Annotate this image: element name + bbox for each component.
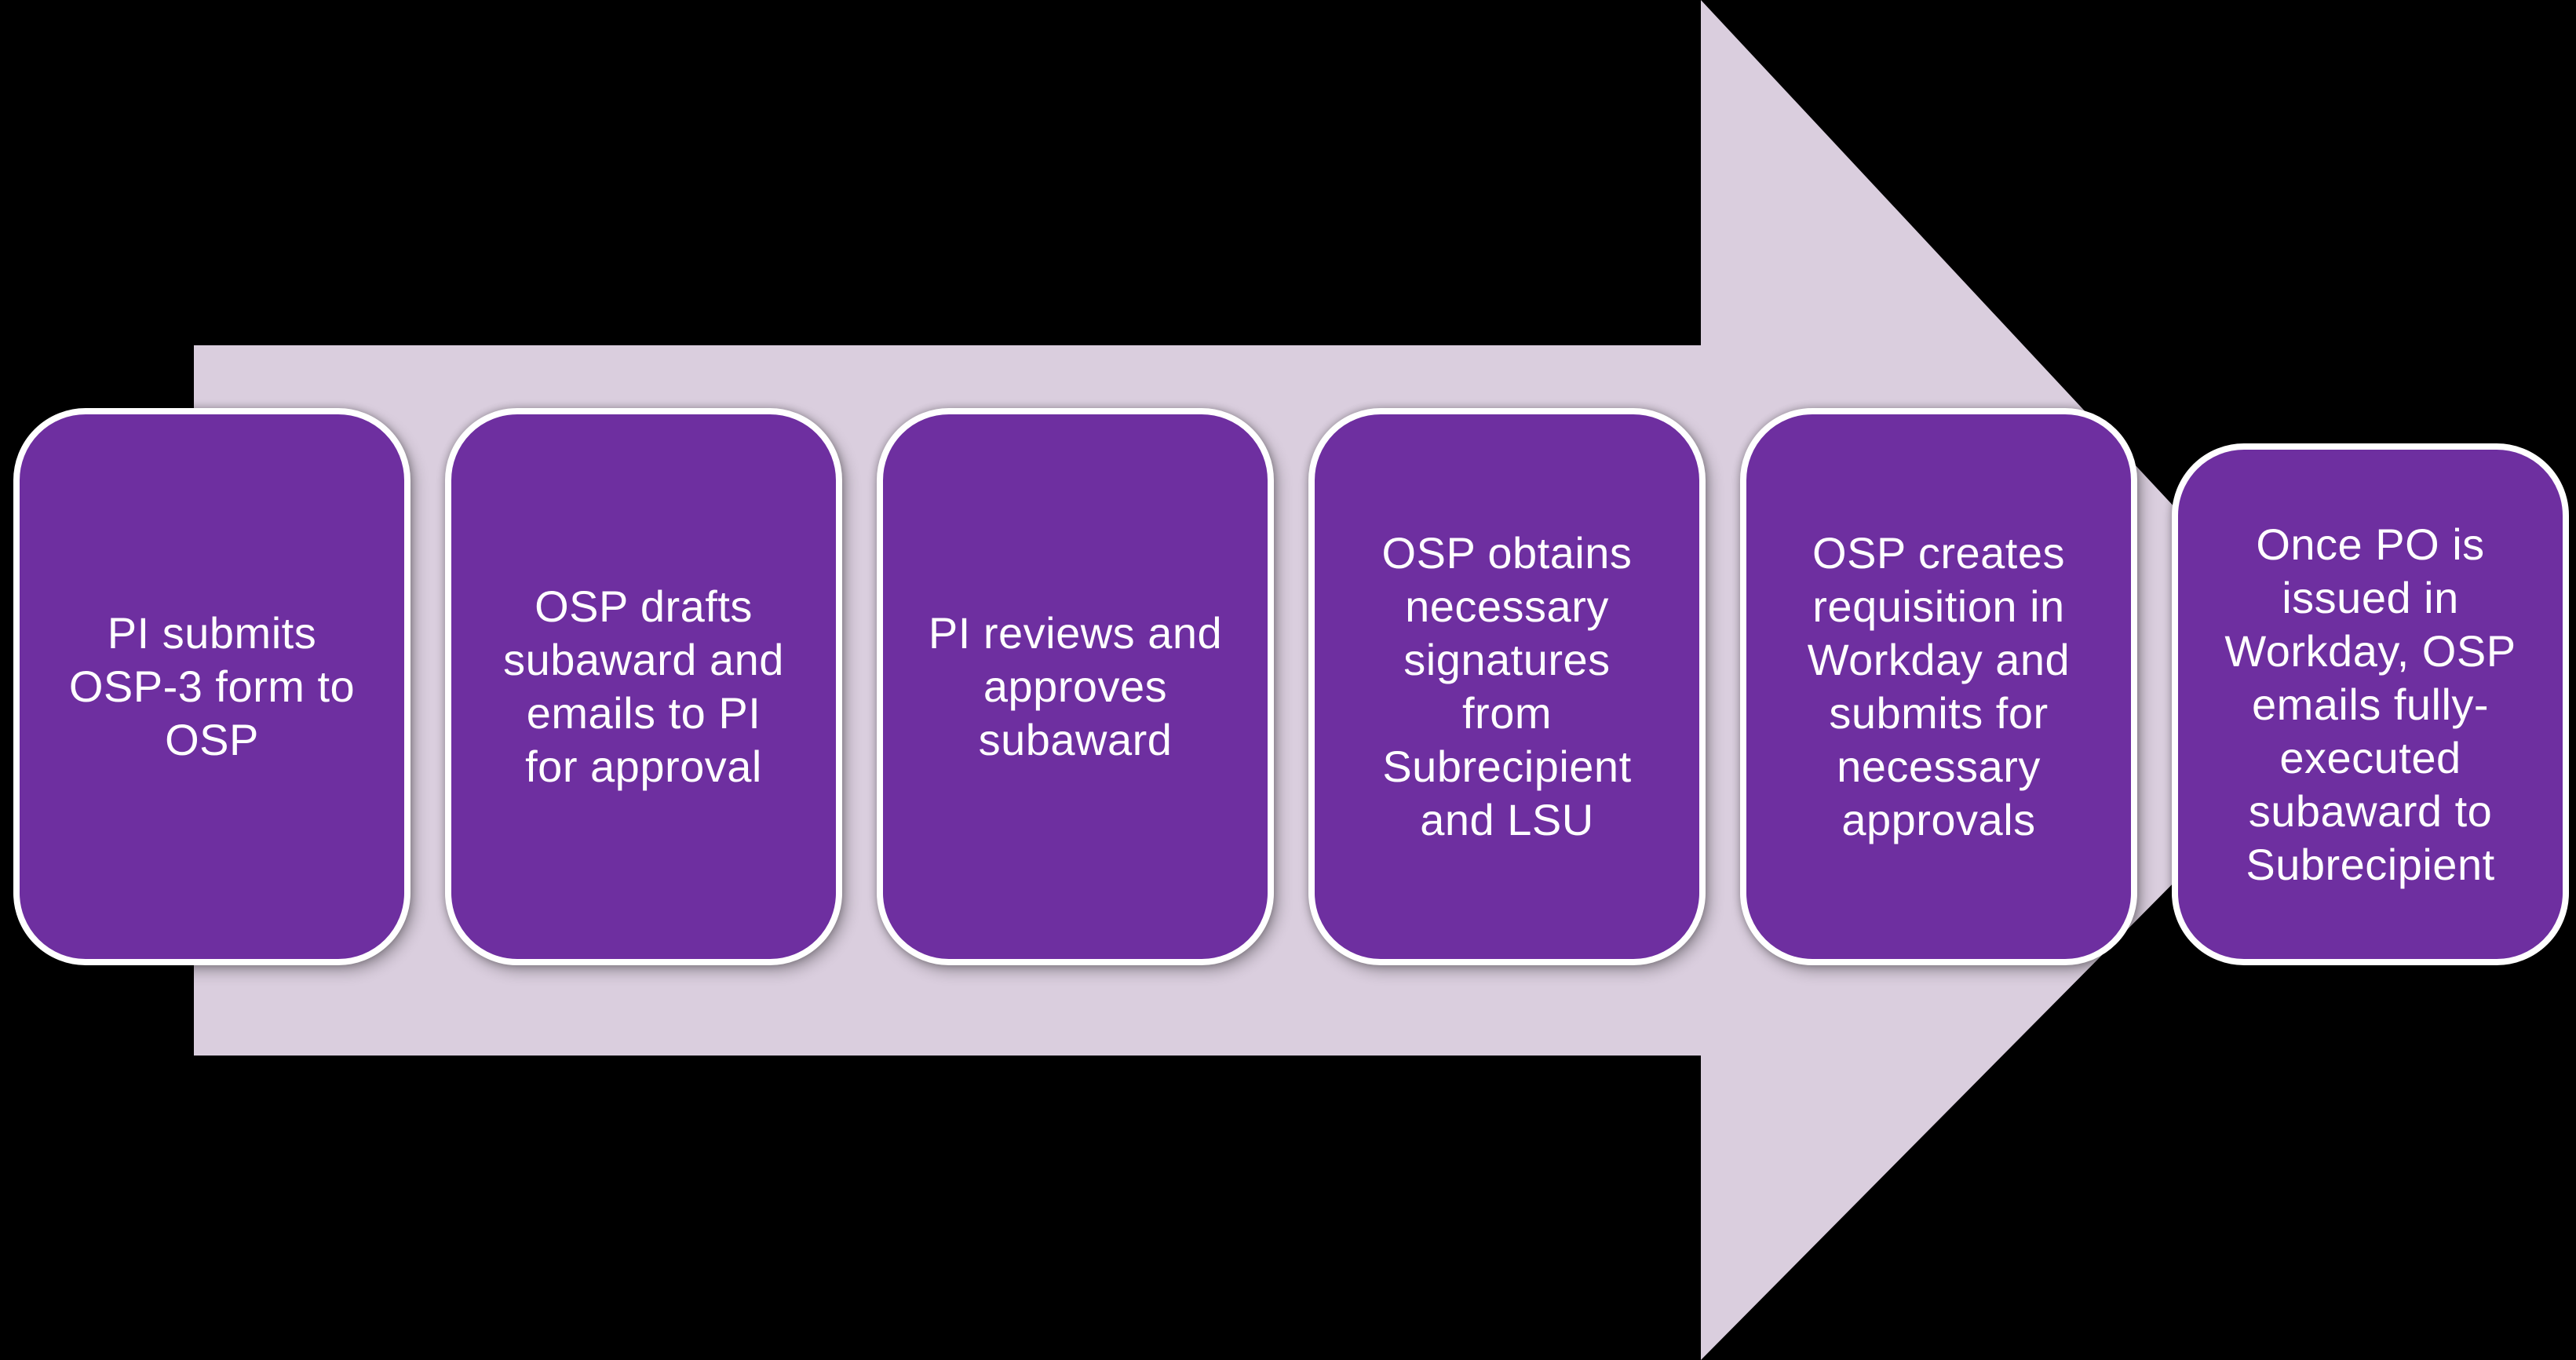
process-step-4: OSP obtains necessary signatures from Su… <box>1308 408 1706 965</box>
right-arrow-polygon <box>194 0 2355 1360</box>
process-step-1: PI submits OSP-3 form to OSP <box>13 408 410 965</box>
process-step-4-label: OSP obtains necessary signatures from Su… <box>1381 528 1633 844</box>
process-step-1-label: PI submits OSP-3 form to OSP <box>68 608 356 764</box>
process-step-2: OSP drafts subaward and emails to PI for… <box>445 408 842 965</box>
process-step-5: OSP creates requisition in Workday and s… <box>1740 408 2137 965</box>
process-step-3: PI reviews and approves subaward <box>877 408 1274 965</box>
process-step-5-label: OSP creates requisition in Workday and s… <box>1807 528 2071 844</box>
process-step-2-label: OSP drafts subaward and emails to PI for… <box>503 582 784 791</box>
process-step-6-label: Once PO is issued in Workday, OSP emails… <box>2224 519 2516 889</box>
process-step-6: Once PO is issued in Workday, OSP emails… <box>2172 443 2569 965</box>
process-step-3-label: PI reviews and approves subaward <box>928 608 1223 764</box>
